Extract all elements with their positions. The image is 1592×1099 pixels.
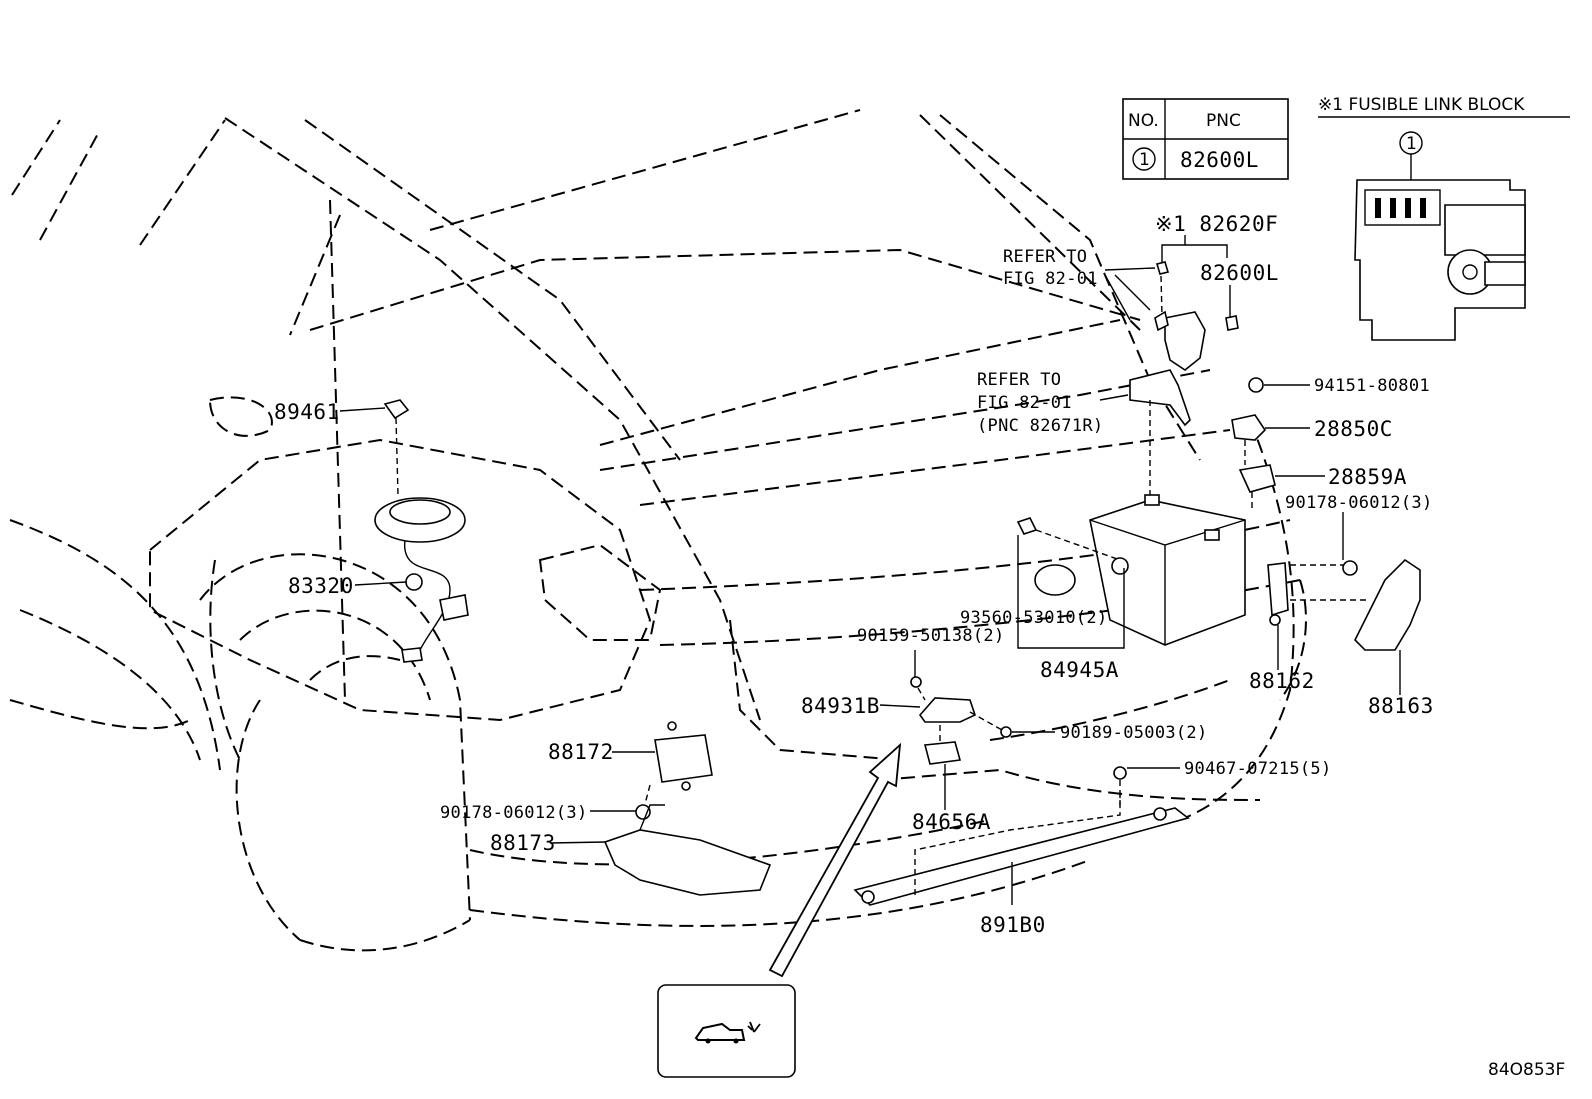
- legend-row-pnc: 82600L: [1180, 148, 1259, 172]
- label-refer1-line2: FIG 82-01: [1003, 269, 1098, 289]
- label-90159-50138: 90159-50138(2): [857, 626, 1005, 646]
- part-82620F: [1154, 261, 1239, 371]
- label-83320: 83320: [288, 574, 354, 598]
- label-refer1-line1: REFER TO: [1003, 247, 1087, 267]
- part-88173: [603, 804, 772, 896]
- part-89461: [383, 399, 410, 496]
- car-trunk-open-icon: [694, 1021, 761, 1044]
- part-lamp-bowl: [374, 497, 466, 651]
- label-88162: 88162: [1249, 669, 1315, 693]
- label-90189-05003: 90189-05003(2): [1060, 723, 1208, 743]
- label-90178-06012-right: 90178-06012(3): [1285, 493, 1433, 513]
- part-93560-bolt: [1016, 517, 1121, 561]
- trunk-switch-box[interactable]: [657, 984, 796, 1078]
- label-82620F: ※1 82620F: [1155, 212, 1278, 236]
- legend-table: NO. PNC 1 82600L: [1122, 98, 1289, 180]
- inset-callout-number: 1: [1406, 134, 1417, 154]
- label-89461: 89461: [274, 400, 340, 424]
- part-labels: ※1 82620F 82600L REFER TO FIG 82-01 REFE…: [274, 212, 1565, 1080]
- label-90178-06012-left: 90178-06012(3): [440, 803, 588, 823]
- label-84945A: 84945A: [1040, 658, 1119, 682]
- label-refer2-line3: (PNC 82671R): [977, 416, 1103, 436]
- label-891B0: 891B0: [980, 913, 1046, 937]
- legend-col-no: NO.: [1128, 111, 1159, 131]
- label-94151-80801: 94151-80801: [1314, 376, 1430, 396]
- label-88172: 88172: [548, 740, 614, 764]
- leader-lines: [339, 235, 1401, 905]
- label-88163: 88163: [1368, 694, 1434, 718]
- part-84931B: [910, 676, 1012, 765]
- label-88173: 88173: [490, 831, 556, 855]
- inset-fusible-link-block: ※1 FUSIBLE LINK BLOCK 1: [1318, 95, 1570, 341]
- part-83320: [401, 573, 469, 663]
- legend-col-pnc: PNC: [1206, 111, 1241, 131]
- part-88163: [1354, 558, 1421, 651]
- part-88162: [1267, 560, 1370, 626]
- label-93560-53010: 93560-53010(2): [960, 608, 1108, 628]
- label-refer2-line2: FIG 82-01: [977, 393, 1072, 413]
- legend-row-no: 1: [1139, 150, 1150, 170]
- view-arrow: [768, 742, 902, 978]
- figure-id: 84O853F: [1488, 1060, 1565, 1080]
- label-84931B: 84931B: [801, 694, 880, 718]
- label-84656A: 84656A: [912, 810, 991, 834]
- inset-title: ※1 FUSIBLE LINK BLOCK: [1318, 95, 1525, 115]
- label-refer2-line1: REFER TO: [977, 370, 1061, 390]
- part-28850C: [1231, 377, 1276, 510]
- label-28850C: 28850C: [1314, 417, 1393, 441]
- part-891B0: [853, 766, 1190, 906]
- legend-row-callout: [1132, 147, 1156, 171]
- label-82600L: 82600L: [1200, 261, 1279, 285]
- part-82671R-bracket: [1129, 369, 1191, 495]
- part-battery: [1034, 494, 1246, 646]
- label-28859A: 28859A: [1328, 465, 1407, 489]
- part-88172: [635, 721, 713, 820]
- label-90467-07215: 90467-07215(5): [1184, 759, 1332, 779]
